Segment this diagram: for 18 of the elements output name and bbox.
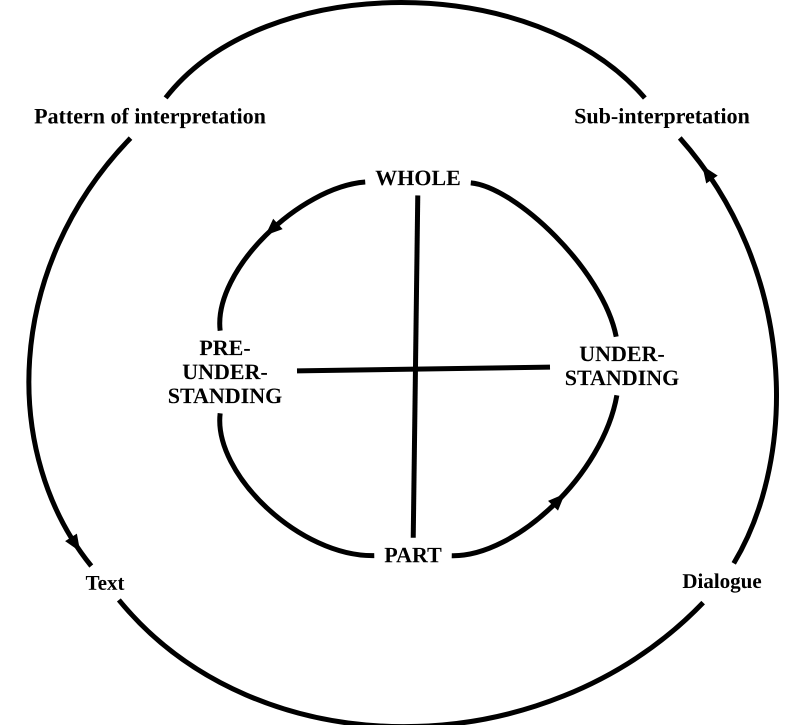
concept-label: PART (384, 548, 442, 562)
arrow (452, 394, 620, 558)
outer-label: Text (86, 576, 124, 590)
connector-line (410, 195, 420, 538)
arrow (26, 136, 132, 568)
connector-line (218, 413, 374, 558)
arrow (218, 180, 366, 331)
arrow (678, 136, 779, 565)
connector-line (296, 364, 550, 374)
outer-label: Pattern of interpretation (34, 108, 266, 128)
concept-label: UNDER-STANDING (566, 346, 679, 386)
connector-line (117, 598, 705, 725)
concept-label: WHOLE (376, 170, 460, 186)
connector-line (164, 0, 647, 100)
outer-label: Sub-interpretation (575, 108, 750, 128)
connector-line (470, 180, 619, 338)
outer-label: Dialogue (682, 573, 762, 593)
concept-label: PRE-UNDER-STANDING (168, 340, 282, 404)
